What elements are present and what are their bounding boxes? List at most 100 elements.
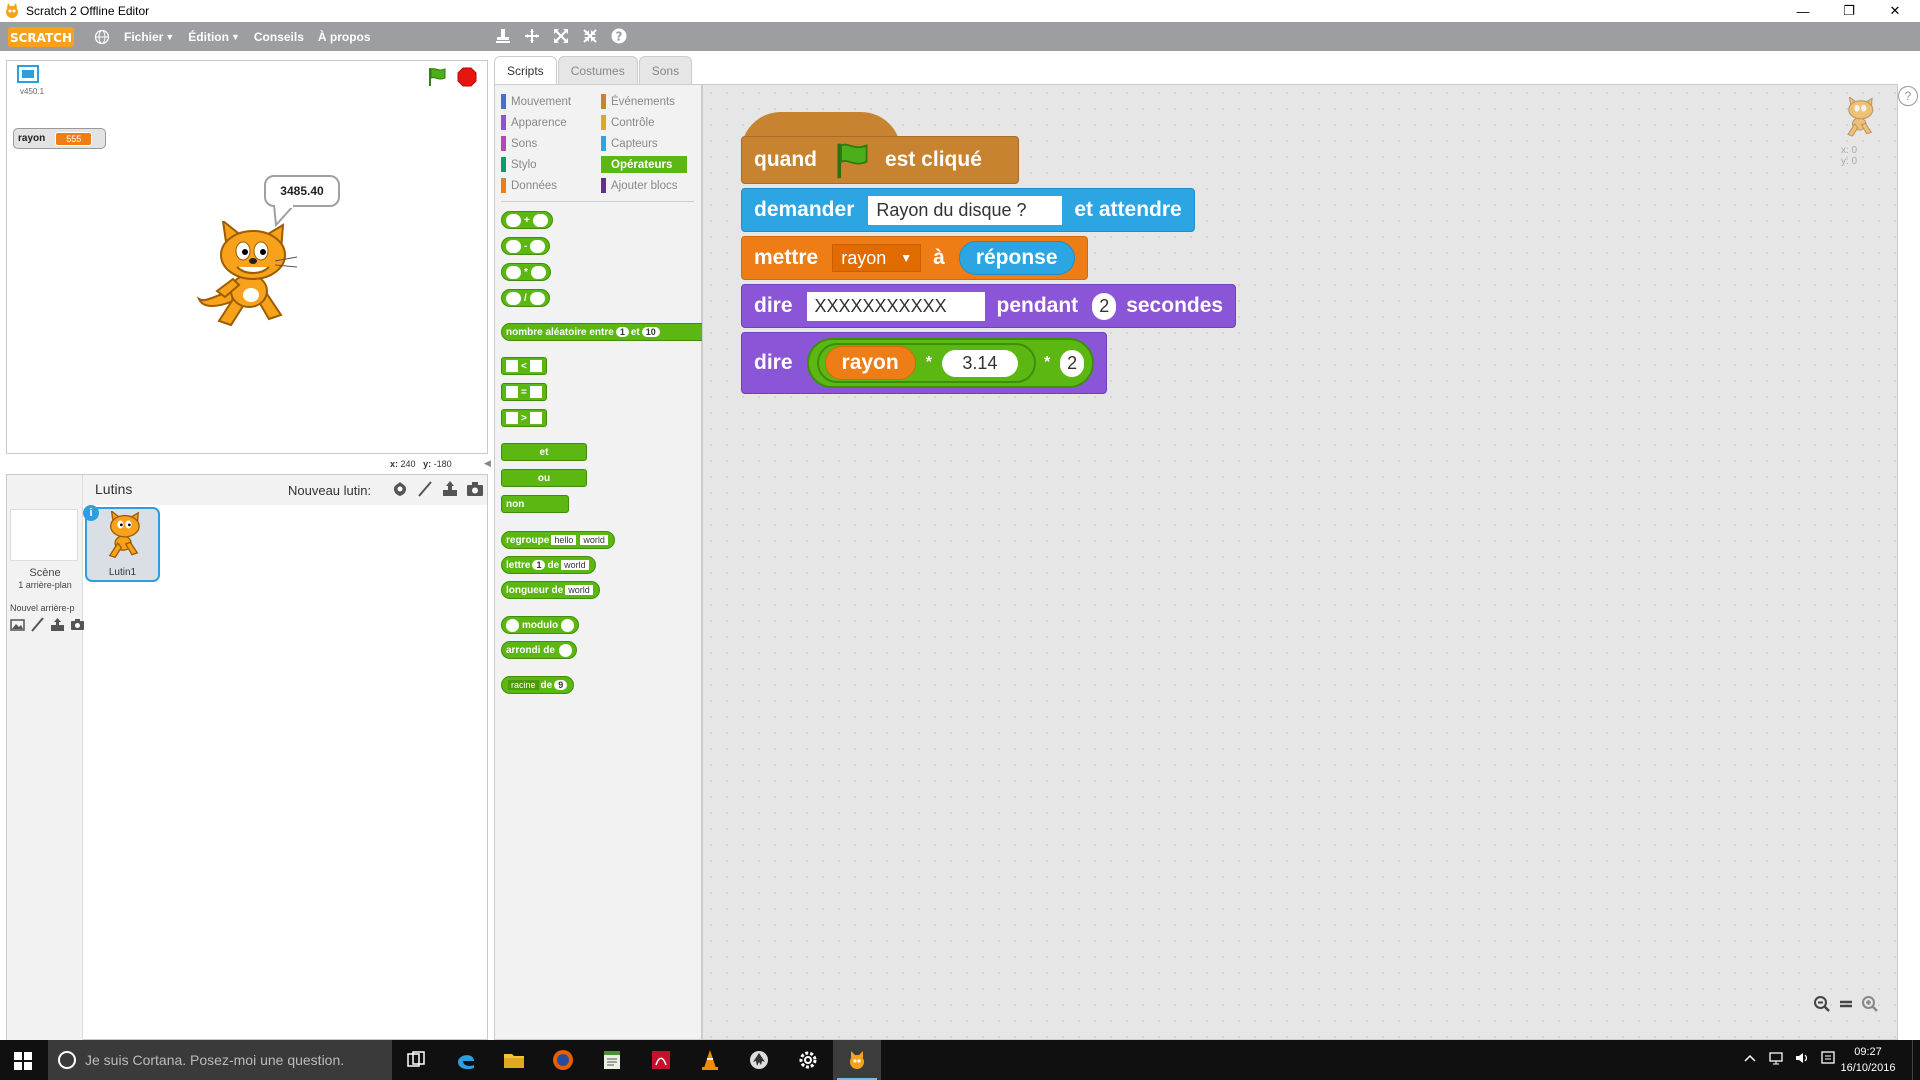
factor-input[interactable]: 2: [1060, 349, 1085, 377]
block-greater-than[interactable]: >: [501, 409, 547, 427]
upload-sprite-icon[interactable]: [441, 480, 459, 498]
variable-reporter-rayon[interactable]: rayon: [824, 346, 916, 380]
tab-sounds[interactable]: Sons: [638, 56, 693, 84]
help-icon[interactable]: ?: [610, 27, 628, 45]
menu-tips[interactable]: Conseils: [253, 29, 304, 44]
zoom-out-icon[interactable]: [1813, 995, 1831, 1013]
say-block[interactable]: dire rayon * 3.14 * 2: [741, 332, 1108, 394]
network-icon[interactable]: [1768, 1050, 1784, 1066]
fullscreen-icon[interactable]: [17, 65, 39, 83]
taskbar-notepad[interactable]: [588, 1040, 636, 1080]
pi-input[interactable]: 3.14: [941, 349, 1018, 377]
variable-monitor[interactable]: rayon 555: [13, 128, 106, 149]
block-less-than[interactable]: <: [501, 357, 547, 375]
stop-sign-icon[interactable]: [457, 67, 477, 87]
scratch-logo[interactable]: SCRATCH: [8, 26, 74, 47]
ask-question-input[interactable]: Rayon du disque ?: [868, 195, 1063, 225]
multiply-operator-inner[interactable]: rayon * 3.14: [816, 343, 1036, 383]
info-icon[interactable]: i: [83, 505, 99, 521]
block-equals[interactable]: =: [501, 383, 547, 401]
menu-about[interactable]: À propos: [317, 29, 371, 44]
taskbar-vlc[interactable]: [686, 1040, 734, 1080]
block-random[interactable]: nombre aléatoire entre 1 et 10: [501, 323, 703, 341]
menu-edit[interactable]: Édition▼: [188, 29, 240, 44]
taskbar-inkscape[interactable]: [735, 1040, 783, 1080]
taskbar-edge[interactable]: [442, 1040, 490, 1080]
inkscape-icon: [750, 1051, 768, 1069]
green-flag-icon[interactable]: [426, 66, 448, 88]
zoom-in-icon[interactable]: [1861, 995, 1879, 1013]
shrink-icon[interactable]: [581, 27, 599, 45]
answer-reporter[interactable]: réponse: [958, 241, 1075, 275]
variable-dropdown[interactable]: rayon▼: [832, 244, 922, 272]
close-button[interactable]: ✕: [1889, 3, 1901, 18]
taskbar-file-explorer[interactable]: [490, 1040, 538, 1080]
scene-thumbnail[interactable]: [10, 509, 78, 561]
backdrop-library-icon[interactable]: [10, 617, 25, 632]
when-flag-clicked-block[interactable]: quand est cliqué: [741, 136, 1019, 184]
category-events[interactable]: Événements: [601, 93, 675, 110]
category-sound[interactable]: Sons: [501, 135, 537, 152]
category-operators[interactable]: Opérateurs: [601, 156, 687, 173]
paint-brush-icon[interactable]: [30, 617, 45, 632]
say-seconds-input[interactable]: 2: [1092, 292, 1117, 320]
upload-icon[interactable]: [50, 617, 65, 632]
help-button[interactable]: ?: [1898, 86, 1918, 106]
menu-file[interactable]: Fichier▼: [124, 29, 175, 44]
category-motion[interactable]: Mouvement: [501, 93, 571, 110]
block-mod[interactable]: modulo: [501, 616, 580, 634]
multiply-operator-outer[interactable]: rayon * 3.14 * 2: [806, 338, 1095, 388]
taskbar-firefox[interactable]: [539, 1040, 587, 1080]
stage[interactable]: v450.1 rayon 555 3485.40: [6, 60, 488, 454]
chevron-up-icon[interactable]: [1742, 1050, 1758, 1066]
cut-scissors-icon[interactable]: [523, 27, 541, 45]
block-divide[interactable]: /: [501, 289, 550, 307]
ask-and-wait-block[interactable]: demander Rayon du disque ? et attendre: [741, 188, 1195, 232]
category-pen[interactable]: Stylo: [501, 156, 537, 173]
taskbar-scratch[interactable]: [833, 1040, 881, 1080]
camera-sprite-icon[interactable]: [466, 480, 484, 498]
block-add[interactable]: +: [501, 211, 553, 229]
block-subtract[interactable]: -: [501, 237, 551, 255]
block-multiply[interactable]: *: [501, 263, 551, 281]
notifications-icon[interactable]: [1820, 1050, 1836, 1066]
task-view-button[interactable]: [392, 1040, 440, 1080]
windows-start-icon[interactable]: [14, 1052, 32, 1070]
block-and[interactable]: et: [501, 443, 587, 461]
tab-costumes[interactable]: Costumes: [557, 56, 638, 84]
category-sensing[interactable]: Capteurs: [601, 135, 658, 152]
category-more-blocks[interactable]: Ajouter blocs: [601, 177, 677, 194]
say-for-secs-block[interactable]: dire XXXXXXXXXXX pendant 2 secondes: [741, 284, 1237, 328]
taskbar-settings[interactable]: [784, 1040, 832, 1080]
set-variable-block[interactable]: mettre rayon▼ à réponse: [741, 236, 1088, 280]
tab-scripts[interactable]: Scripts: [494, 56, 557, 84]
category-looks[interactable]: Apparence: [501, 114, 567, 131]
sprite-library-icon[interactable]: [391, 480, 409, 498]
say-text-input[interactable]: XXXXXXXXXXX: [806, 291, 985, 321]
language-globe-icon[interactable]: [94, 29, 110, 45]
paint-new-sprite-icon[interactable]: [416, 480, 434, 498]
grow-icon[interactable]: [552, 27, 570, 45]
volume-icon[interactable]: [1794, 1050, 1810, 1066]
zoom-reset-icon[interactable]: [1837, 995, 1855, 1013]
cortana-search-box[interactable]: Je suis Cortana. Posez-moi une question.: [48, 1040, 392, 1080]
minimize-button[interactable]: —: [1796, 3, 1810, 19]
sprite-tile-lutin1[interactable]: i Lutin1: [83, 505, 160, 582]
maximize-button[interactable]: ❐: [1843, 3, 1855, 18]
block-or[interactable]: ou: [501, 469, 587, 487]
block-round[interactable]: arrondi de: [501, 641, 577, 659]
block-not[interactable]: non: [501, 495, 569, 513]
taskbar-acrobat[interactable]: [637, 1040, 685, 1080]
duplicate-stamp-icon[interactable]: [494, 27, 512, 45]
collapse-stage-arrow[interactable]: ◀: [484, 458, 491, 468]
category-data[interactable]: Données: [501, 177, 557, 194]
show-desktop-button[interactable]: [1912, 1040, 1920, 1080]
category-control[interactable]: Contrôle: [601, 114, 654, 131]
cat-sprite[interactable]: [197, 221, 305, 333]
taskbar-clock[interactable]: 09:27 16/10/2016: [1840, 1046, 1896, 1074]
camera-icon[interactable]: [70, 617, 85, 632]
